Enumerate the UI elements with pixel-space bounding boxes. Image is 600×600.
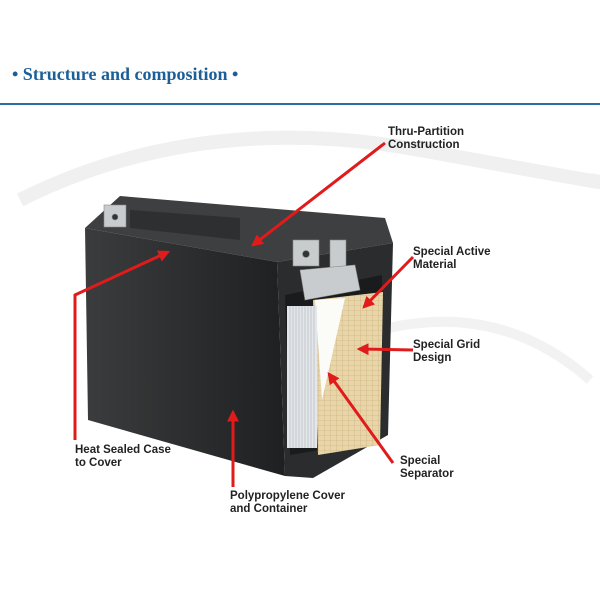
background-swoosh <box>16 130 600 207</box>
label-line: Thru-Partition <box>388 126 465 138</box>
terminal-icon <box>103 204 361 301</box>
arrow-grid-design <box>356 343 414 356</box>
title-divider <box>0 103 600 105</box>
label-polypropylene: Polypropylene Cover and Container <box>230 490 345 515</box>
label-line: Polypropylene Cover <box>230 490 346 502</box>
top-recess <box>130 210 240 240</box>
label-heat-sealed: Heat Sealed Case to Cover <box>75 444 171 469</box>
battery-front-face <box>85 228 285 476</box>
label-line: Separator <box>400 467 454 480</box>
label-line: Material <box>413 258 457 271</box>
label-thru-partition: Thru-Partition Construction <box>388 126 464 151</box>
arrow-heat-sealed <box>73 250 171 440</box>
arrow-separator <box>327 372 395 464</box>
label-separator: Special Separator <box>400 455 454 480</box>
label-line: Special Grid <box>413 339 481 351</box>
plate-stack <box>287 306 317 448</box>
label-line: Construction <box>388 138 460 151</box>
label-grid-design: Special Grid Design <box>413 339 480 364</box>
label-line: and Container <box>230 502 308 515</box>
label-line: Heat Sealed Case <box>75 444 171 456</box>
label-line: Design <box>413 351 452 364</box>
label-line: to Cover <box>75 456 122 469</box>
background-swoosh <box>378 316 594 384</box>
label-line: Special Active <box>413 246 491 258</box>
label-active-material: Special Active Material <box>413 246 491 271</box>
separator-sheet <box>315 298 345 400</box>
section-title: • Structure and composition • <box>12 64 239 84</box>
arrow-active-material <box>362 255 415 309</box>
arrow-thru-partition <box>251 141 386 247</box>
label-line: Special <box>400 455 441 467</box>
